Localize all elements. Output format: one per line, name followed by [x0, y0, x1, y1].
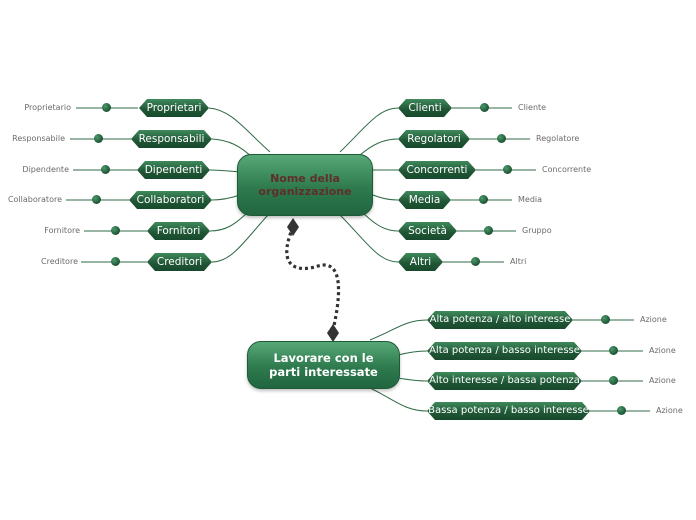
link-creditori: [211, 214, 269, 263]
leaf-proprietario[interactable]: Proprietario: [24, 103, 71, 112]
leaf-responsabile[interactable]: Responsabile: [12, 134, 65, 143]
branch-responsabili[interactable]: Responsabili: [131, 130, 212, 148]
node-dot: [503, 165, 512, 174]
leaf-media[interactable]: Media: [518, 195, 543, 204]
node-dot: [617, 406, 626, 415]
leaf-azione[interactable]: Azione: [649, 346, 676, 355]
branch-fornitori[interactable]: Fornitori: [147, 222, 210, 240]
leaf-regolatore[interactable]: Regolatore: [536, 134, 580, 143]
link-altri: [339, 214, 399, 263]
link-clienti: [339, 107, 399, 153]
link-collaboratori: [211, 194, 241, 201]
leaf-azione[interactable]: Azione: [649, 376, 676, 385]
node-dot: [471, 257, 480, 266]
node-dot: [601, 315, 610, 324]
node-dot: [479, 195, 488, 204]
second-topic[interactable]: Lavorare con le parti interessate: [247, 341, 400, 389]
leaf-concorrente[interactable]: Concorrente: [542, 165, 592, 174]
relationship-connector: [285, 226, 341, 331]
node-dot: [101, 165, 110, 174]
branch-media[interactable]: Media: [398, 191, 451, 209]
branch-alto-interesse-bassa-potenza[interactable]: Alto interesse / bassa potenza: [427, 372, 582, 390]
leaf-azione[interactable]: Azione: [656, 406, 683, 415]
relationship-start-diamond: [287, 218, 299, 236]
leaf-cliente[interactable]: Cliente: [518, 103, 547, 112]
leaf-creditore[interactable]: Creditore: [41, 257, 78, 266]
branch-collaboratori[interactable]: Collaboratori: [129, 191, 212, 209]
link-strategy-1: [369, 319, 428, 341]
branch-societa[interactable]: Società: [398, 222, 457, 240]
branch-creditori[interactable]: Creditori: [147, 253, 212, 271]
branch-altri[interactable]: Altri: [398, 253, 443, 271]
second-topic-line1: Lavorare con le: [273, 351, 374, 365]
branch-regolatori[interactable]: Regolatori: [398, 130, 470, 148]
leaf-dipendente[interactable]: Dipendente: [22, 165, 69, 174]
node-dot: [484, 226, 493, 235]
node-dot: [111, 257, 120, 266]
node-dot: [497, 134, 506, 143]
link-regolatori: [359, 138, 399, 156]
branch-dipendenti[interactable]: Dipendenti: [137, 161, 210, 179]
branch-proprietari[interactable]: Proprietari: [139, 99, 209, 117]
link-media: [372, 194, 399, 201]
node-dot: [92, 195, 101, 204]
link-dipendenti: [209, 169, 241, 173]
link-proprietari: [208, 107, 271, 153]
leaf-fornitore[interactable]: Fornitore: [44, 226, 80, 235]
node-dot: [609, 376, 618, 385]
link-strategy-2: [397, 350, 428, 356]
central-topic-line1: Nome della: [270, 172, 340, 185]
branch-alta-potenza-basso-interesse[interactable]: Alta potenza / basso interesse: [427, 342, 582, 360]
central-topic-line2: organizzazione: [258, 185, 352, 198]
node-dot: [609, 346, 618, 355]
branch-clienti[interactable]: Clienti: [398, 99, 452, 117]
leaf-altri[interactable]: Altri: [510, 257, 527, 266]
link-strategy-4: [369, 387, 428, 412]
leaf-collaboratore[interactable]: Collaboratore: [7, 195, 62, 204]
node-dot: [480, 103, 489, 112]
node-dot: [94, 134, 103, 143]
branch-concorrenti[interactable]: Concorrenti: [398, 161, 476, 179]
node-dot: [111, 226, 120, 235]
leaf-gruppo[interactable]: Gruppo: [522, 226, 552, 235]
relationship-end-diamond: [327, 324, 339, 342]
leaf-azione[interactable]: Azione: [640, 315, 667, 324]
node-dot: [102, 103, 111, 112]
second-topic-line2: parti interessate: [269, 365, 378, 379]
link-strategy-3: [397, 377, 428, 382]
branch-alta-potenza-alto-interesse[interactable]: Alta potenza / alto interesse: [427, 311, 573, 329]
central-topic[interactable]: Nome della organizzazione: [237, 154, 373, 216]
branch-bassa-potenza-basso-interesse[interactable]: Bassa potenza / basso interesse: [427, 402, 590, 420]
